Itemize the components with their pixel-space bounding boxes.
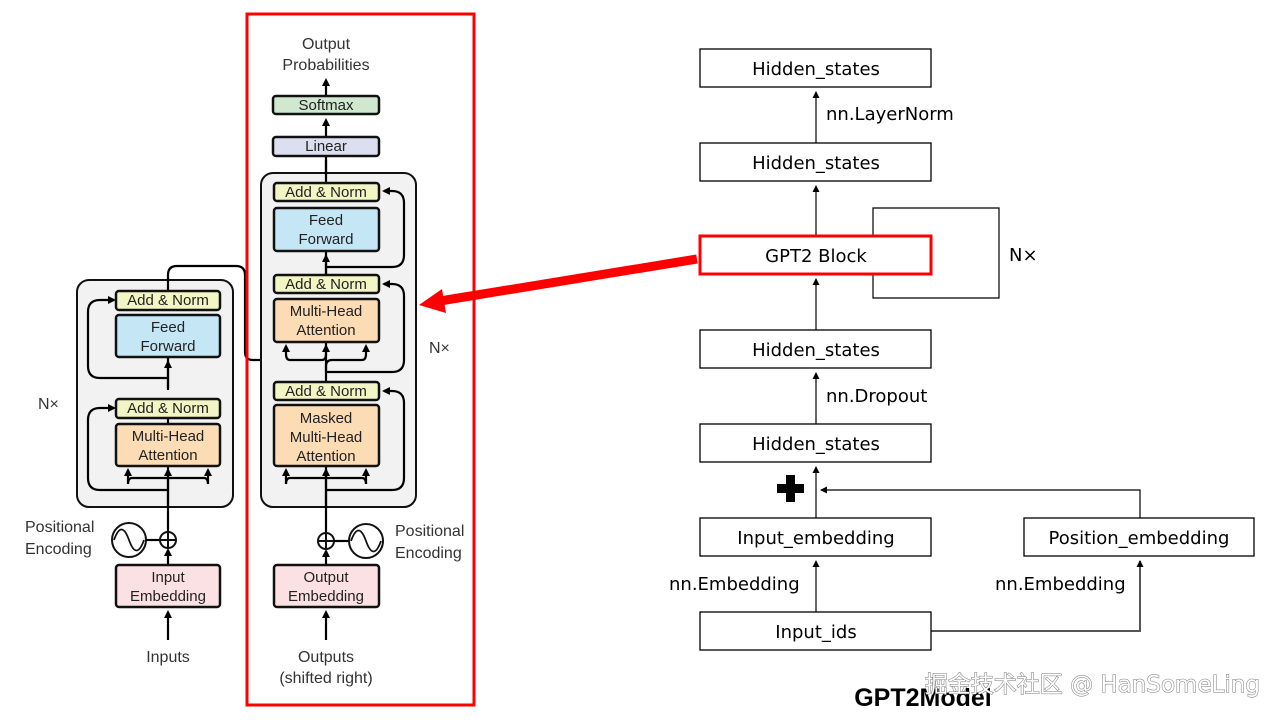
encoder-mha-label-2: Attention (138, 447, 197, 464)
decoder-pe-label-1: Positional (395, 523, 464, 540)
decoder: Softmax Linear Add & Norm Feed Forward A… (260, 36, 464, 687)
hidden-states-box-4 (699, 423, 932, 463)
input-ids-node (699, 611, 932, 651)
decoder-masked-mha (272, 403, 381, 468)
hidden-states-box-top (699, 48, 932, 88)
input-ids-label: Input_ids (775, 622, 856, 643)
embedding-label-right: nn.Embedding (995, 574, 1126, 595)
add-circle-icon (159, 531, 177, 549)
input-embedding-label-1: Input (151, 569, 185, 586)
embedding-label-left: nn.Embedding (669, 574, 800, 595)
output-prob-label-2: Probabilities (282, 57, 369, 74)
hidden-states-label-4: Hidden_states (752, 434, 880, 455)
input-embedding-box (114, 563, 222, 609)
ids-to-position-connector (931, 560, 1144, 632)
inputs-label: Inputs (146, 649, 190, 666)
dropout-label: nn.Dropout (826, 386, 927, 407)
encoder-pe-label-2: Encoding (25, 541, 92, 558)
softmax-label: Softmax (298, 97, 354, 114)
hidden-states-box-2 (699, 142, 932, 182)
output-prob-label-1: Output (302, 36, 351, 53)
output-embedding-label-2: Embedding (288, 588, 364, 605)
outputs-label-2: (shifted right) (279, 670, 372, 687)
input-embedding-node (699, 517, 932, 557)
encoder-add-norm-top-label: Add & Norm (127, 292, 209, 309)
masked-mha-label-3: Attention (296, 448, 355, 465)
encoder-pe-label-1: Positional (25, 519, 94, 536)
plus-icon (777, 475, 804, 502)
gpt2-nx-label: N× (1009, 245, 1038, 266)
encoder-ff-label-2: Forward (140, 338, 195, 355)
decoder-add-norm-top (272, 181, 381, 203)
output-embedding-box (272, 563, 381, 609)
add-circle-icon (317, 532, 335, 550)
decoder-multi-head-attention (272, 297, 381, 344)
sine-wave-icon (348, 523, 384, 559)
hidden-states-box-3 (699, 329, 932, 369)
encoder-add-norm-top (114, 289, 222, 312)
output-embedding-label-1: Output (303, 569, 349, 586)
encoder-ff-label-1: Feed (151, 319, 185, 336)
encoder-nx-label: N× (38, 396, 59, 413)
decoder-highlight-box (245, 12, 476, 707)
masked-mha-label-1: Masked (300, 410, 353, 427)
layernorm-label: nn.LayerNorm (826, 104, 954, 125)
decoder-mha-label-1: Multi-Head (290, 303, 363, 320)
encoder-add-norm-bottom-label: Add & Norm (127, 400, 209, 417)
watermark: 掘金技术社区 @ HanSomeLing (925, 672, 1260, 698)
decoder-feed-forward (272, 206, 381, 253)
position-embedding-node (1023, 517, 1255, 557)
softmax-box (271, 94, 381, 116)
decoder-add-norm-bottom (272, 380, 381, 402)
hidden-states-label-2: Hidden_states (752, 153, 880, 174)
highlight-arrow (419, 254, 698, 313)
outputs-label-1: Outputs (298, 649, 354, 666)
decoder-pe-label-2: Encoding (395, 545, 462, 562)
gpt2-model: Hidden_states nn.LayerNorm Hidden_states… (669, 48, 1255, 712)
hidden-states-label-top: Hidden_states (752, 59, 880, 80)
decoder-nx-label: N× (429, 340, 450, 357)
decoder-mha-label-2: Attention (296, 322, 355, 339)
encoder-feed-forward (114, 313, 222, 359)
linear-label: Linear (305, 138, 347, 155)
encoder-add-norm-bottom (114, 397, 222, 420)
input-embedding-label-2: Embedding (130, 588, 206, 605)
decoder-ff-label-2: Forward (298, 231, 353, 248)
encoder-residual-2 (86, 296, 168, 380)
input-embedding-node-label: Input_embedding (737, 528, 894, 549)
encoder-mha-label-1: Multi-Head (132, 428, 205, 445)
decoder-add-norm-mid-label: Add & Norm (285, 276, 367, 293)
gpt2-model-title: GPT2Model (854, 684, 992, 712)
position-embedding-node-label: Position_embedding (1049, 528, 1230, 549)
encoder: Add & Norm Feed Forward Add & Norm Multi… (25, 264, 290, 666)
decoder-add-norm-top-label: Add & Norm (285, 184, 367, 201)
masked-mha-label-2: Multi-Head (290, 429, 363, 446)
gpt2-block-box (698, 234, 933, 276)
hidden-states-label-3: Hidden_states (752, 340, 880, 361)
sine-wave-icon (111, 522, 147, 558)
encoder-multi-head-attention (114, 422, 222, 468)
encoder-residual-1 (86, 404, 168, 492)
position-add-connector (820, 486, 1141, 518)
linear-box (271, 135, 381, 158)
block-repeat-loop (872, 207, 1000, 299)
gpt2-block-label: GPT2 Block (765, 246, 867, 267)
decoder-add-norm-bottom-label: Add & Norm (285, 383, 367, 400)
decoder-ff-label-1: Feed (309, 212, 343, 229)
decoder-add-norm-mid (272, 273, 381, 295)
